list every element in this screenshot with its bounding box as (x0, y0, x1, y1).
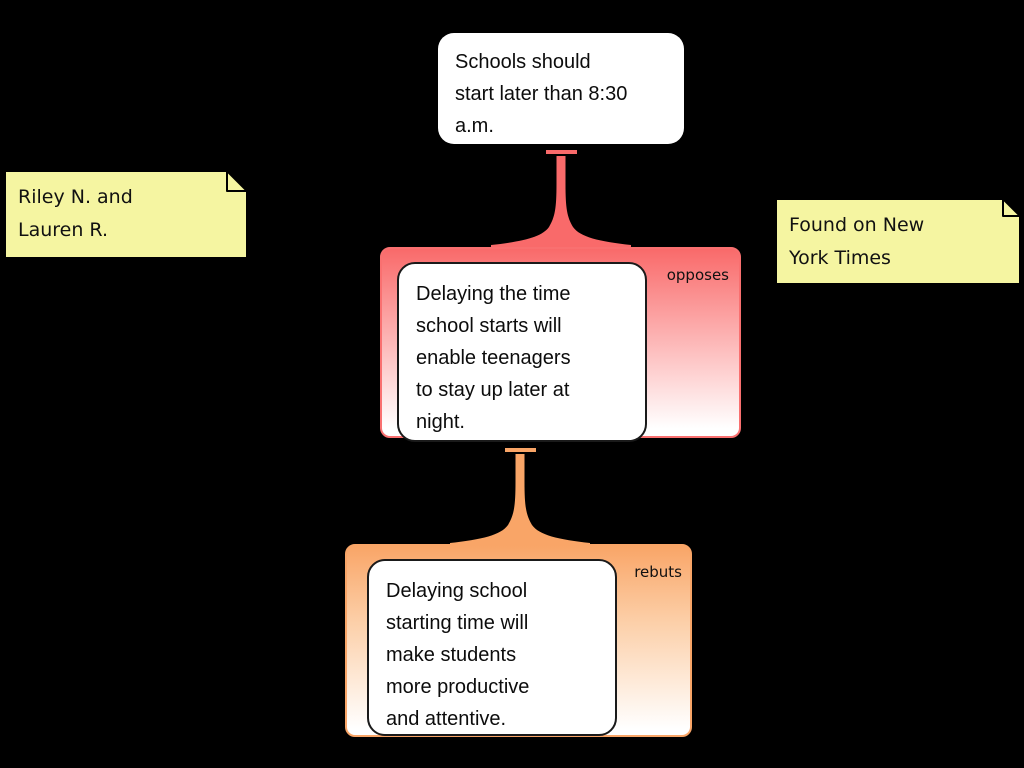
opposes-connector-trumpet (491, 156, 631, 248)
opposes-connector-anchor-bar (546, 150, 577, 154)
folded-corner-icon (226, 170, 248, 192)
sticky-body (4, 170, 248, 259)
folded-corner-icon (1002, 198, 1021, 217)
sticky-note-shape (4, 170, 248, 259)
opposes-trumpet-shape (491, 156, 631, 248)
rebuts-connector-trumpet (450, 454, 590, 546)
sticky-note-shape (775, 198, 1021, 285)
rebuts-trumpet-shape (450, 454, 590, 546)
opposes-panel-label: opposes (666, 266, 729, 284)
rebuts-panel-label: rebuts (634, 563, 682, 581)
rebuts-connector-anchor-bar (505, 448, 536, 452)
sticky-body (775, 198, 1021, 285)
